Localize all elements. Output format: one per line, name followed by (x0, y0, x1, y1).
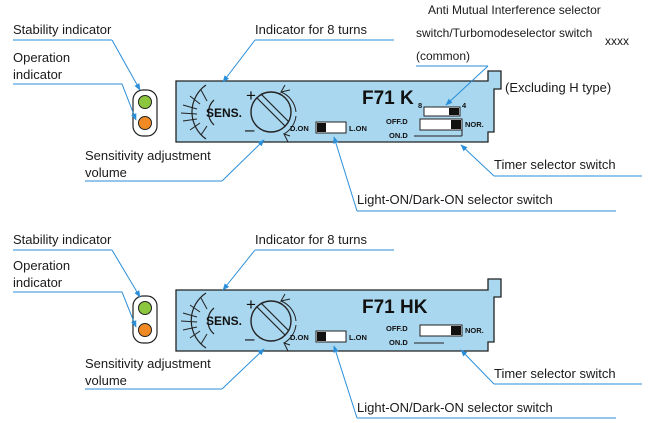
operation-led (138, 116, 152, 130)
turns-callout: Indicator for 8 turns (255, 232, 367, 247)
minus-sign: – (245, 120, 255, 139)
sens-label: SENS. (206, 106, 242, 120)
d-on-label: D.ON (290, 333, 309, 342)
operation-leader (72, 291, 137, 328)
sensitivity-knob[interactable] (250, 300, 292, 342)
sensitivity-knob[interactable] (250, 91, 292, 133)
light-dark-switch-knob (317, 123, 326, 132)
model-name: F71 HK (362, 297, 428, 318)
operation-led (138, 323, 152, 337)
operation-callout-2: indicator (13, 67, 63, 82)
turns-callout: Indicator for 8 turns (255, 22, 367, 37)
stability-leader (111, 39, 141, 91)
timer-leader (460, 144, 495, 177)
lightdark-callout: Light-ON/Dark-ON selector switch (357, 192, 553, 207)
turns-indicator-inner (207, 307, 215, 335)
lightdark-leader (333, 136, 358, 212)
plus-sign: + (246, 295, 256, 314)
sens-callout-1: Sensitivity adjustment (85, 356, 211, 371)
turns-leader (222, 249, 256, 291)
turns-indicator-outer (190, 292, 207, 349)
knob-slot-b (260, 93, 290, 123)
knob-slot-a (256, 97, 286, 127)
on-d-label: ON.D (389, 131, 408, 140)
arrowhead-lower (283, 133, 291, 143)
turns-indicator-ticks (180, 297, 208, 345)
operation-callout-2: indicator (13, 275, 63, 290)
timer-switch-knob (451, 326, 461, 335)
sens-callout-2: volume (85, 373, 127, 388)
turns-indicator-ticks (180, 89, 208, 136)
timer-leader (460, 349, 495, 385)
nor-label: NOR. (465, 326, 484, 335)
off-d-label: OFF.D (386, 324, 408, 333)
anti-interference-switch[interactable] (423, 106, 461, 117)
on-d-label: ON.D (389, 338, 408, 347)
timer-switch[interactable] (419, 324, 463, 337)
arrowhead-upper (280, 84, 291, 93)
stability-callout: Stability indicator (13, 22, 112, 37)
timer-switch-knob (451, 120, 461, 129)
excluding-callout: (Excluding H type) (505, 80, 611, 95)
turns-indicator-inner (207, 99, 215, 126)
rotate-arrow-lower (283, 115, 297, 135)
light-dark-switch[interactable] (315, 121, 347, 134)
anti-callout-2: switch/Turbomodeselector switch (416, 26, 592, 40)
minus-sign: – (245, 329, 255, 348)
light-dark-switch-knob (317, 332, 326, 341)
sens-leader (221, 348, 265, 390)
sens-label: SENS. (206, 314, 242, 328)
rotate-arrow-upper (280, 91, 297, 113)
plus-sign: + (246, 86, 256, 105)
stability-leader (111, 249, 141, 298)
nor-label: NOR. (465, 120, 484, 129)
timer-callout: Timer selector switch (494, 366, 616, 381)
diagram-f71k: SENS. + – F71 K D.ON L.ON 8 4 OFF.D ON.D… (13, 3, 642, 212)
stability-led (138, 301, 152, 315)
operation-callout-1: Operation (13, 50, 70, 65)
operation-callout-1: Operation (13, 258, 70, 273)
l-on-label: L.ON (349, 124, 367, 133)
turns-indicator-outer (191, 84, 207, 140)
model-name: F71 K (362, 88, 414, 109)
sens-callout-2: volume (85, 165, 127, 180)
anti-callout-1: Anti Mutual Interference selector (428, 3, 601, 17)
diagram-f71hk: SENS. + – F71 HK D.ON L.ON OFF.D ON.D NO… (13, 232, 642, 419)
xxxx-callout: xxxx (605, 34, 629, 48)
anti-interference-switch-knob (449, 108, 459, 115)
operation-leader (72, 83, 137, 121)
off-d-label: OFF.D (386, 117, 408, 126)
d-on-label: D.ON (290, 124, 309, 133)
anti-leader (445, 65, 489, 106)
sens-leader (221, 139, 265, 182)
label-8: 8 (418, 101, 422, 110)
timer-switch[interactable] (419, 118, 463, 131)
stability-callout: Stability indicator (13, 232, 112, 247)
sens-callout-1: Sensitivity adjustment (85, 148, 211, 163)
lightdark-leader (333, 345, 358, 419)
timer-callout: Timer selector switch (494, 157, 616, 172)
l-on-label: L.ON (349, 333, 367, 342)
lightdark-callout: Light-ON/Dark-ON selector switch (357, 400, 553, 415)
label-4: 4 (462, 101, 467, 110)
anti-callout-3: (common) (416, 49, 470, 63)
light-dark-switch[interactable] (315, 330, 347, 343)
turns-leader (222, 39, 256, 83)
stability-led (138, 95, 152, 109)
